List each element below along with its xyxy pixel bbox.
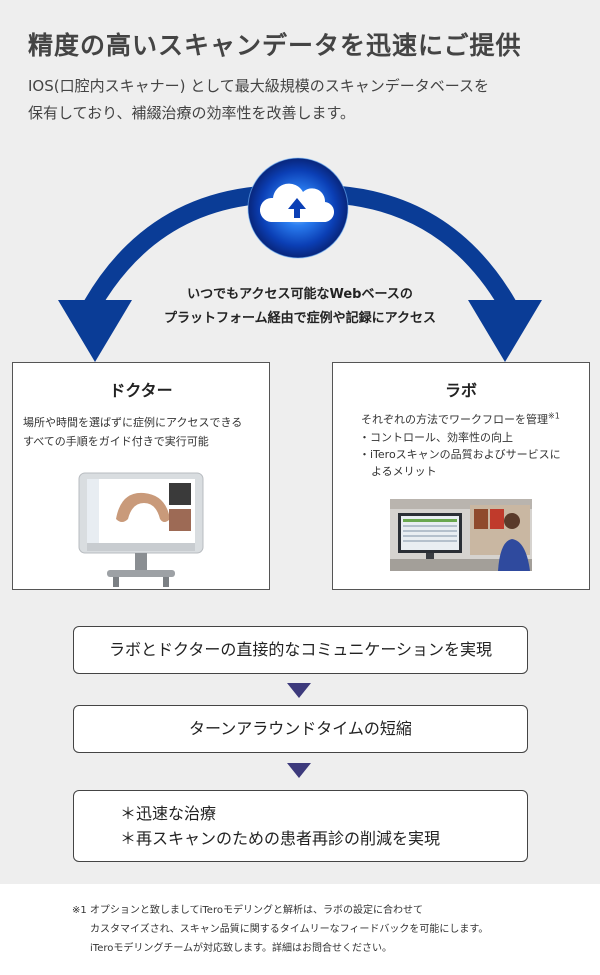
intro-line-2: 保有しており、補綴治療の効率性を改善します。 <box>28 104 356 122</box>
cycle-caption-line-1: いつでもアクセス可能なWebベースの <box>187 287 413 302</box>
flow-outcome-2: ＊再スキャンのための患者再診の削減を実現 <box>120 829 441 848</box>
flow-step-outcomes: ＊迅速な治療 ＊再スキャンのための患者再診の削減を実現 <box>73 790 528 862</box>
lab-benefit-list: ・コントロール、効率性の向上 ・iTeroスキャンの品質およびサービスに よるメ… <box>359 429 561 480</box>
lab-lead: それぞれの方法でワークフローを管理 <box>361 413 548 426</box>
page-title: 精度の高いスキャンデータを迅速にご提供 <box>28 31 522 60</box>
flow-step-turnaround: ターンアラウンドタイムの短縮 <box>73 705 528 753</box>
cycle-caption-line-2: プラットフォーム経由で症例や記録にアクセス <box>164 311 436 326</box>
doctor-desc-line-2: すべての手順をガイド付きで実行可能 <box>23 435 209 448</box>
flow-outcome-1: ＊迅速な治療 <box>120 804 217 823</box>
lab-heading: ラボ <box>444 381 477 400</box>
lab-bullet-2-cont: よるメリット <box>371 465 437 478</box>
flow-connector-arrow-2 <box>287 763 311 778</box>
lab-bullet-1: ・コントロール、効率性の向上 <box>359 431 513 444</box>
scanner-device-image <box>78 472 204 587</box>
footnote: ※1 オプションと致しましてiTeroモデリングと解析は、ラボの設定に合わせて … <box>72 901 488 958</box>
right-arrowhead <box>468 300 542 362</box>
left-arc-arrow <box>84 186 261 310</box>
flow-connector-arrow-1 <box>287 683 311 698</box>
intro-text: IOS(口腔内スキャナー) として最大級規模のスキャンデータベースを 保有してお… <box>28 73 578 127</box>
intro-line-1: IOS(口腔内スキャナー) として最大級規模のスキャンデータベースを <box>28 77 490 95</box>
footnote-line-1: ※1 オプションと致しましてiTeroモデリングと解析は、ラボの設定に合わせて <box>72 905 423 916</box>
cloud-upload-icon <box>247 157 349 259</box>
lab-lead-text: それぞれの方法でワークフローを管理※1 <box>361 411 560 427</box>
left-arrowhead <box>58 300 132 362</box>
lab-box: ラボ それぞれの方法でワークフローを管理※1 ・コントロール、効率性の向上 ・i… <box>332 362 590 590</box>
doctor-description: 場所や時間を選ばずに症例にアクセスできる すべての手順をガイド付きで実行可能 <box>23 413 242 451</box>
doctor-desc-line-1: 場所や時間を選ばずに症例にアクセスできる <box>23 416 243 429</box>
lab-technician-photo <box>390 499 532 571</box>
doctor-heading: ドクター <box>109 381 173 400</box>
doctor-box: ドクター 場所や時間を選ばずに症例にアクセスできる すべての手順をガイド付きで実… <box>12 362 270 590</box>
cycle-arrows <box>58 157 542 362</box>
footnote-line-3: iTeroモデリングチームが対応致します。詳細はお問合せください。 <box>90 943 393 954</box>
footnote-line-2: カスタマイズされ、スキャン品質に関するタイムリーなフィードバックを可能にします。 <box>90 924 489 935</box>
lab-footnote-ref: ※1 <box>548 411 560 421</box>
lab-bullet-2: ・iTeroスキャンの品質およびサービスに <box>359 448 561 461</box>
right-arc-arrow <box>339 186 516 310</box>
flow-step-communication: ラボとドクターの直接的なコミュニケーションを実現 <box>73 626 528 674</box>
